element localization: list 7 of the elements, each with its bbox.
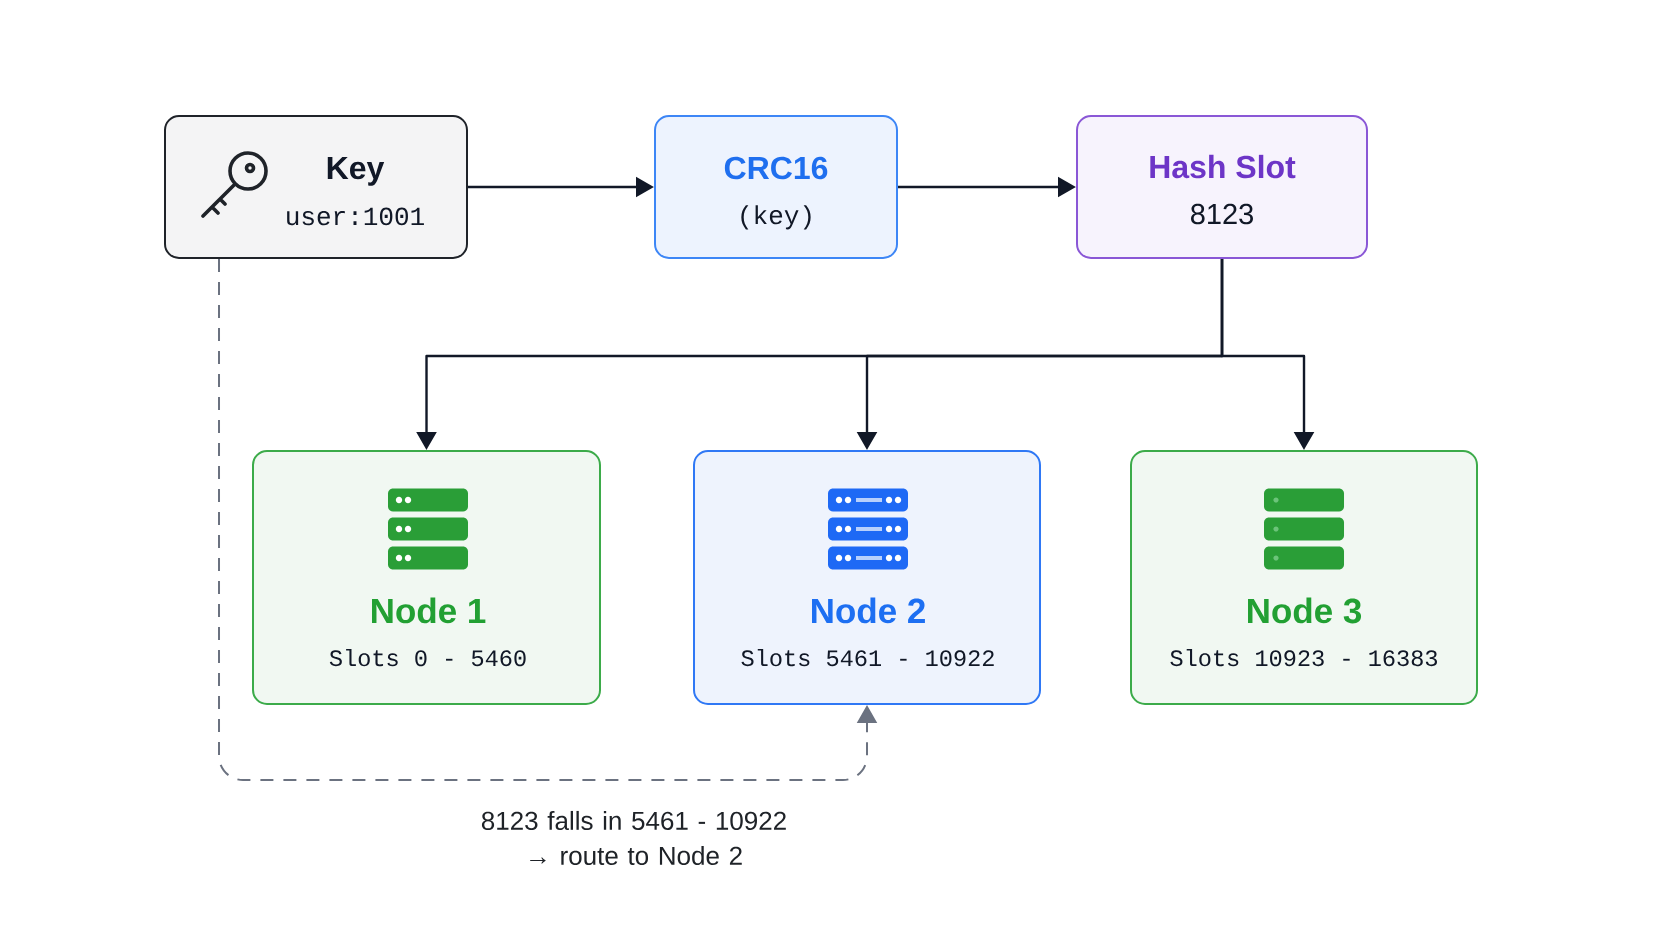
server-node-box: Node 1 Slots 0 - 5460: [252, 450, 601, 705]
process-box: Key user:1001: [164, 115, 468, 259]
server-node-box: Node 2 Slots 5461 - 10922: [693, 450, 1041, 705]
server-node-box: Node 3 Slots 10923 - 16383: [1130, 450, 1478, 705]
process-box: Hash Slot 8123: [1076, 115, 1368, 259]
process-box: CRC16 (key): [654, 115, 898, 259]
edge-label: 8123 falls in 5461 - 10922 → route to Node 2: [481, 810, 786, 866]
